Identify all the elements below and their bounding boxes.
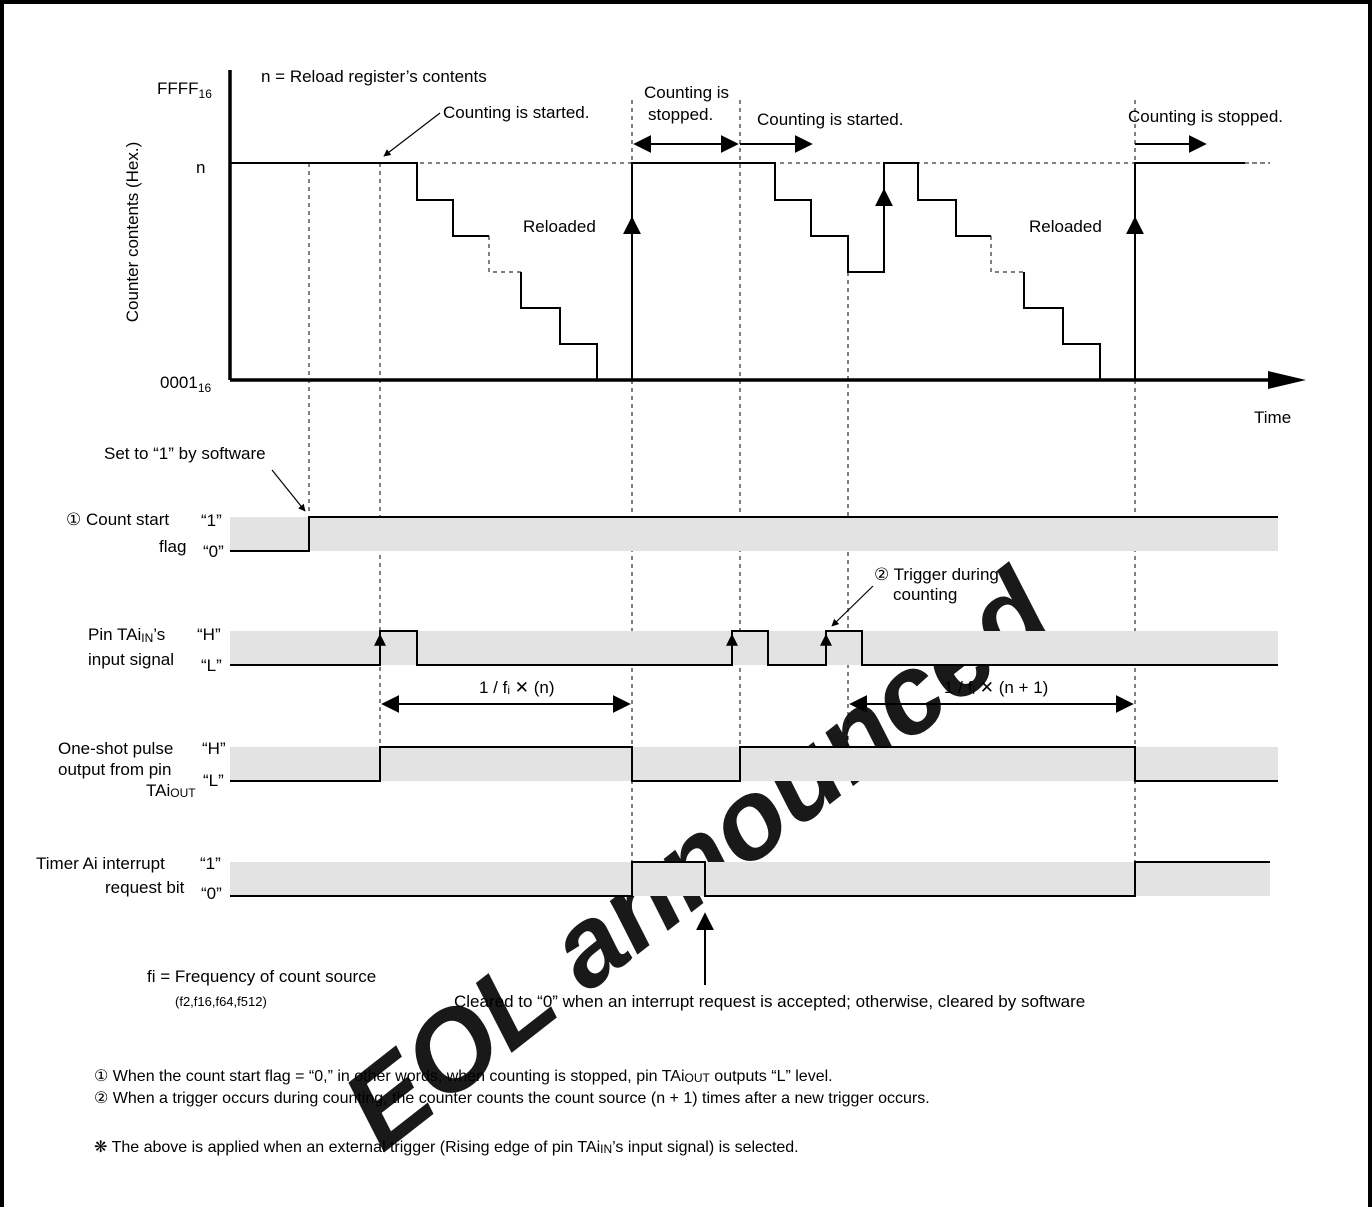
- count-start-flag-row: Set to “1” by software ① Count start fla…: [66, 444, 1278, 561]
- one-shot-label-1: One-shot pulse: [58, 739, 173, 758]
- counter-waveform: [230, 162, 1245, 380]
- counting-started-label-2: Counting is started.: [757, 110, 903, 129]
- y-axis-label: Counter contents (Hex.): [123, 142, 142, 322]
- duration-label-1: 1 / fi ✕ (n): [479, 678, 555, 697]
- fi-definition: fi = Frequency of count source: [147, 967, 376, 986]
- note-1: ① When the count start flag = “0,” in ot…: [94, 1068, 833, 1085]
- reload-note: n = Reload register’s contents: [261, 67, 487, 86]
- count-start-label-1: ① Count start: [66, 510, 169, 529]
- interrupt-label-1: Timer Ai interrupt: [36, 854, 165, 873]
- set-by-software-label: Set to “1” by software: [104, 444, 266, 463]
- pin-input-label-2: input signal: [88, 650, 174, 669]
- interrupt-band: [230, 862, 1270, 896]
- reloaded-label-1: Reloaded: [523, 217, 596, 236]
- y-bottom-label: 000116: [160, 373, 212, 395]
- pin-input-label-1: Pin TAiIN’s: [88, 625, 165, 645]
- cleared-note: Cleared to “0” when an interrupt request…: [454, 992, 1085, 1011]
- y-n-label: n: [196, 158, 205, 177]
- one-shot-waveform: [230, 746, 1278, 782]
- set-by-software-pointer: [271, 469, 306, 512]
- counting-stopped-label-1b: stopped.: [648, 105, 713, 124]
- interrupt-label-2: request bit: [105, 878, 185, 897]
- x-axis-arrowhead: [1268, 371, 1306, 389]
- one-shot-label-2: output from pin: [58, 760, 171, 779]
- count-start-band: [230, 517, 1278, 551]
- count-start-label-2: flag: [159, 537, 186, 556]
- interrupt-row: Timer Ai interrupt request bit “1” “0”: [36, 854, 1270, 985]
- counter-dashed-steps: [488, 162, 1270, 273]
- interrupt-waveform: [230, 861, 1270, 897]
- fi-list: (f2,f16,f64,f512): [175, 994, 267, 1009]
- pin-input-row: ② Trigger during counting Pin TAiIN’s in…: [88, 565, 1278, 675]
- pin-input-high: “H”: [197, 625, 221, 644]
- trigger-note-1: ② Trigger during: [874, 565, 999, 584]
- pin-input-low: “L”: [201, 656, 222, 675]
- trigger-note-pointer: [831, 585, 874, 627]
- count-start-low: “0”: [203, 542, 224, 561]
- reloaded-label-2: Reloaded: [1029, 217, 1102, 236]
- trigger-note-2: counting: [893, 585, 957, 604]
- note-3: ❋ The above is applied when an external …: [94, 1139, 799, 1156]
- interrupt-high: “1”: [200, 854, 221, 873]
- counting-stopped-label-2: Counting is stopped.: [1128, 107, 1283, 126]
- y-top-label: FFFF16: [157, 79, 212, 101]
- counting-started-label-1: Counting is started.: [443, 103, 589, 122]
- duration-label-2: 1 / fi ✕ (n + 1): [944, 678, 1048, 697]
- counter-graph: Counter contents (Hex.) FFFF16 n 000116 …: [123, 67, 1306, 427]
- x-axis-label: Time: [1254, 408, 1291, 427]
- one-shot-band: [230, 747, 1278, 781]
- count-start-high: “1”: [201, 511, 222, 530]
- one-shot-low: “L”: [203, 771, 224, 790]
- one-shot-row: 1 / fi ✕ (n) 1 / fi ✕ (n + 1) One-shot p…: [58, 678, 1278, 800]
- interrupt-low: “0”: [201, 884, 222, 903]
- notes: fi = Frequency of count source (f2,f16,f…: [94, 967, 1085, 1156]
- pin-input-waveform: [230, 630, 1278, 666]
- counting-started-pointer: [383, 112, 441, 157]
- one-shot-high: “H”: [202, 739, 226, 758]
- counting-stopped-label-1a: Counting is: [644, 83, 729, 102]
- pin-input-band: [230, 631, 1278, 665]
- note-2: ② When a trigger occurs during counting,…: [94, 1090, 930, 1107]
- one-shot-label-3: TAiOUT: [146, 781, 196, 800]
- count-start-waveform: [230, 516, 1278, 552]
